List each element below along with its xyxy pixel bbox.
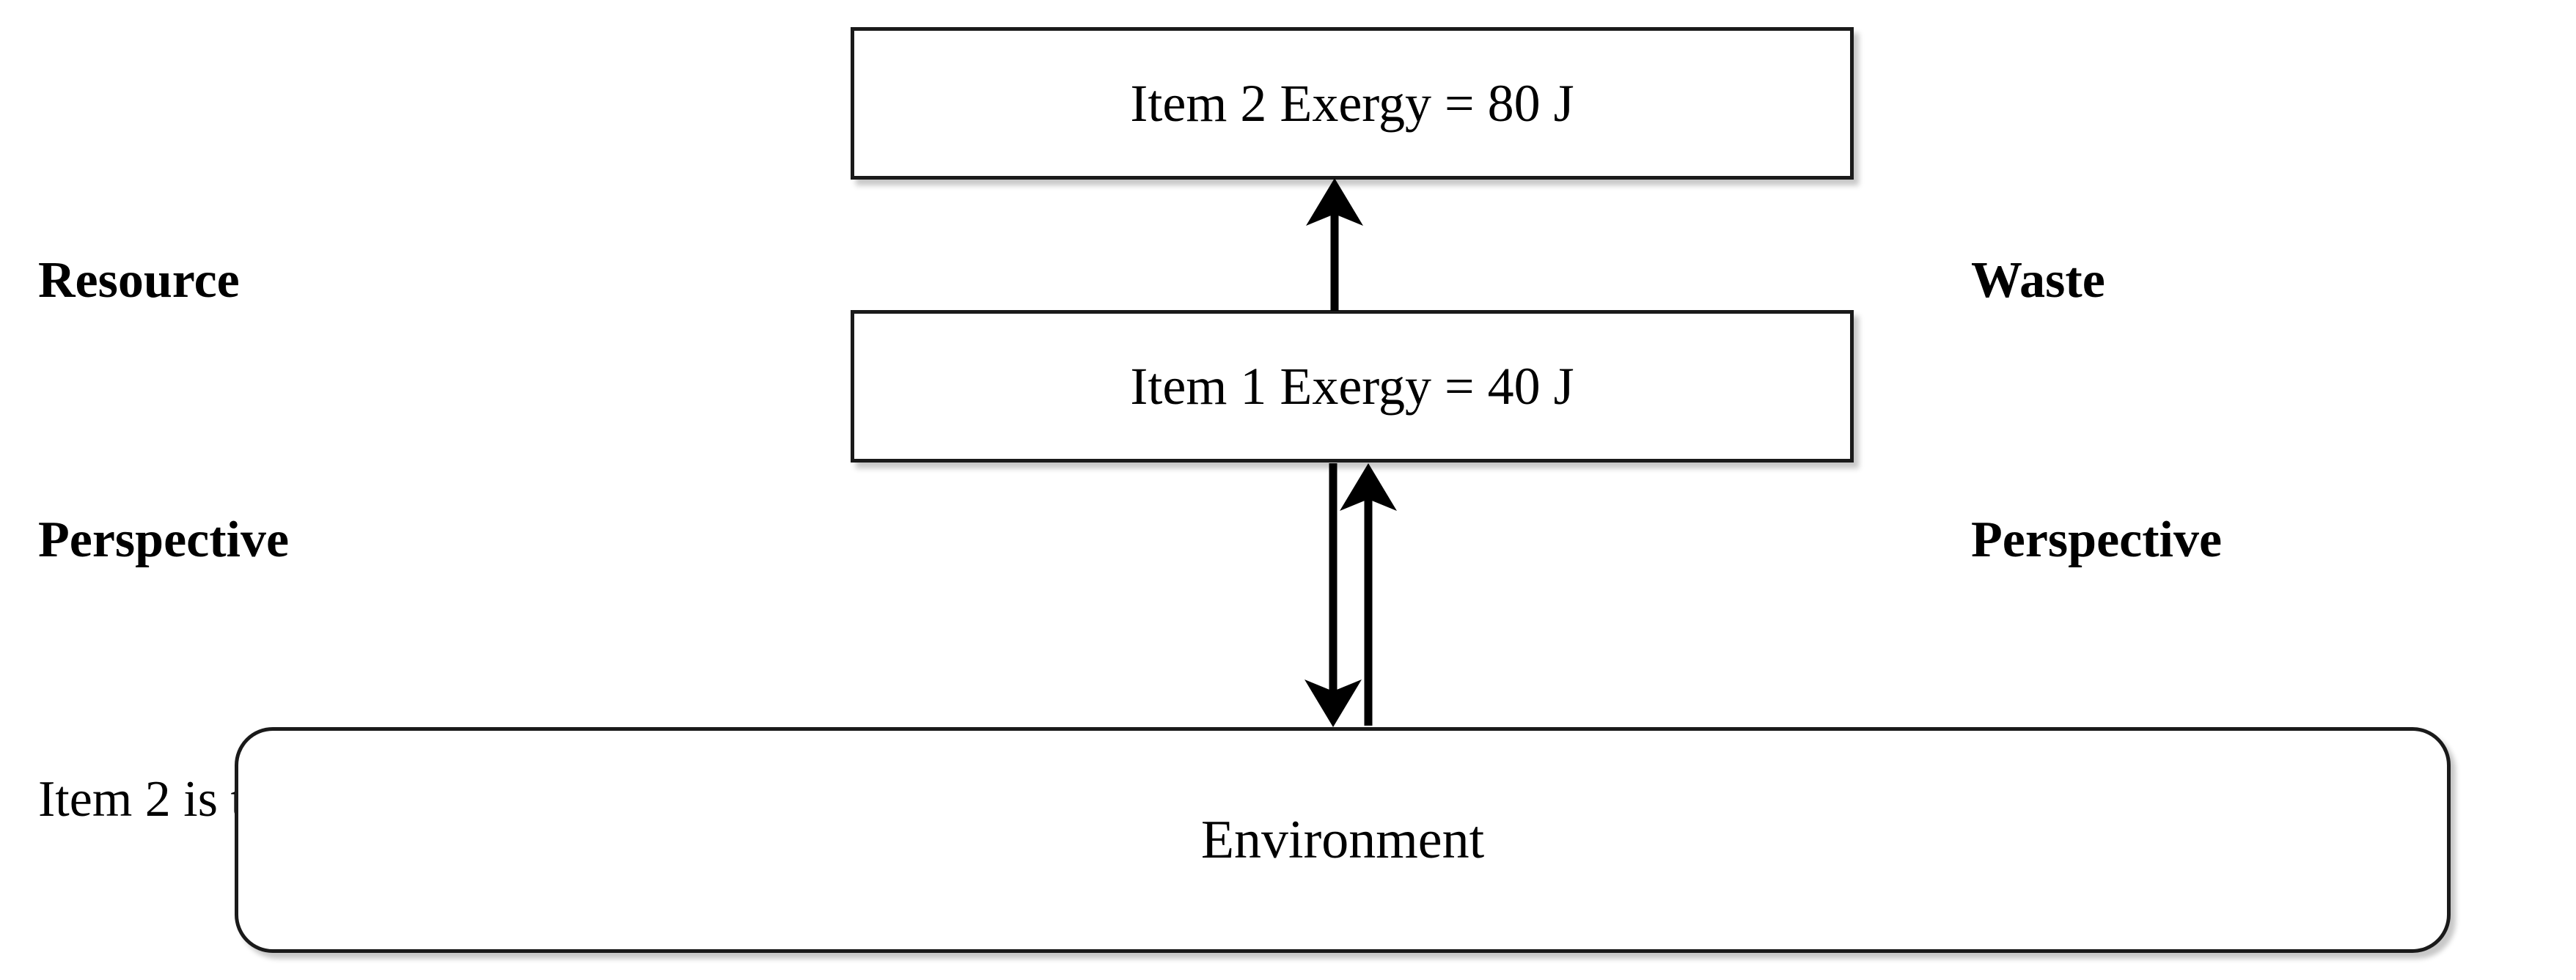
node-item2-exergy: Item 2 Exergy = 80 J bbox=[851, 27, 1854, 180]
node-environment: Environment bbox=[235, 727, 2451, 953]
arrow-item1-to-item2-icon bbox=[1306, 178, 1363, 311]
arrow-environment-to-item1-icon bbox=[1340, 463, 1397, 726]
node-environment-label: Environment bbox=[1200, 810, 1485, 870]
waste-perspective-heading-line1: Waste bbox=[1971, 252, 2105, 309]
node-item2-exergy-label: Item 2 Exergy = 80 J bbox=[1130, 74, 1574, 133]
node-item1-exergy: Item 1 Exergy = 40 J bbox=[851, 310, 1854, 463]
arrow-item1-to-environment-icon bbox=[1304, 463, 1362, 727]
resource-perspective-heading-line2: Perspective bbox=[38, 512, 290, 568]
resource-perspective-heading-line1: Resource bbox=[38, 252, 240, 309]
node-item1-exergy-label: Item 1 Exergy = 40 J bbox=[1130, 357, 1574, 416]
waste-perspective-heading-line2: Perspective bbox=[1971, 512, 2223, 568]
